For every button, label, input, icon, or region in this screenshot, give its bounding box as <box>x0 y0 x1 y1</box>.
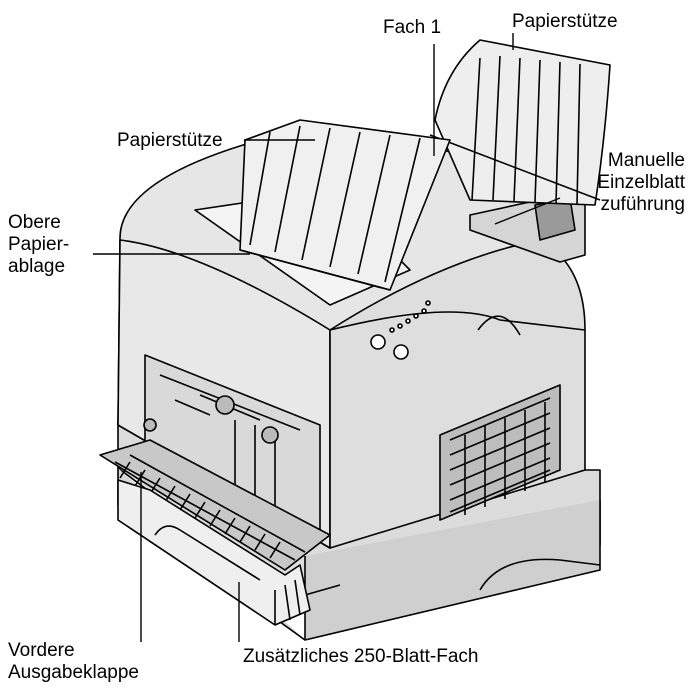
label-manuelle-line1: Manuelle <box>607 150 685 171</box>
label-zusaetzliches: Zusätzliches 250-Blatt-Fach <box>243 646 479 667</box>
leader-lines <box>93 33 561 642</box>
label-fach1: Fach 1 <box>383 17 442 38</box>
label-manuelle-line3: zuführung <box>600 194 685 215</box>
label-obere-line2: Papier- <box>8 234 70 255</box>
leader-manuelle <box>494 197 561 225</box>
label-papierstuetze-right: Papierstütze <box>512 11 618 32</box>
label-manuelle: Manuelle Einzelblatt zuführung <box>585 150 685 216</box>
label-vordere-line2: Ausgabeklappe <box>8 662 139 683</box>
front-output-door <box>99 439 331 571</box>
tray-front <box>117 479 311 626</box>
printer-interior <box>143 354 321 536</box>
label-manuelle-line2: Einzelblatt <box>597 172 685 193</box>
label-vordere-line1: Vordere <box>8 640 75 661</box>
rear-paper-support <box>429 39 611 206</box>
label-vordere: Vordere Ausgabeklappe <box>8 640 139 684</box>
label-obere-line3: ablage <box>8 256 66 277</box>
label-papierstuetze-left: Papierstütze <box>117 130 223 151</box>
operator-panel <box>370 300 431 360</box>
side-vent <box>439 384 561 521</box>
label-obere: Obere Papier- ablage <box>8 212 69 278</box>
label-obere-line1: Obere <box>8 212 61 233</box>
front-paper-support <box>239 119 451 291</box>
